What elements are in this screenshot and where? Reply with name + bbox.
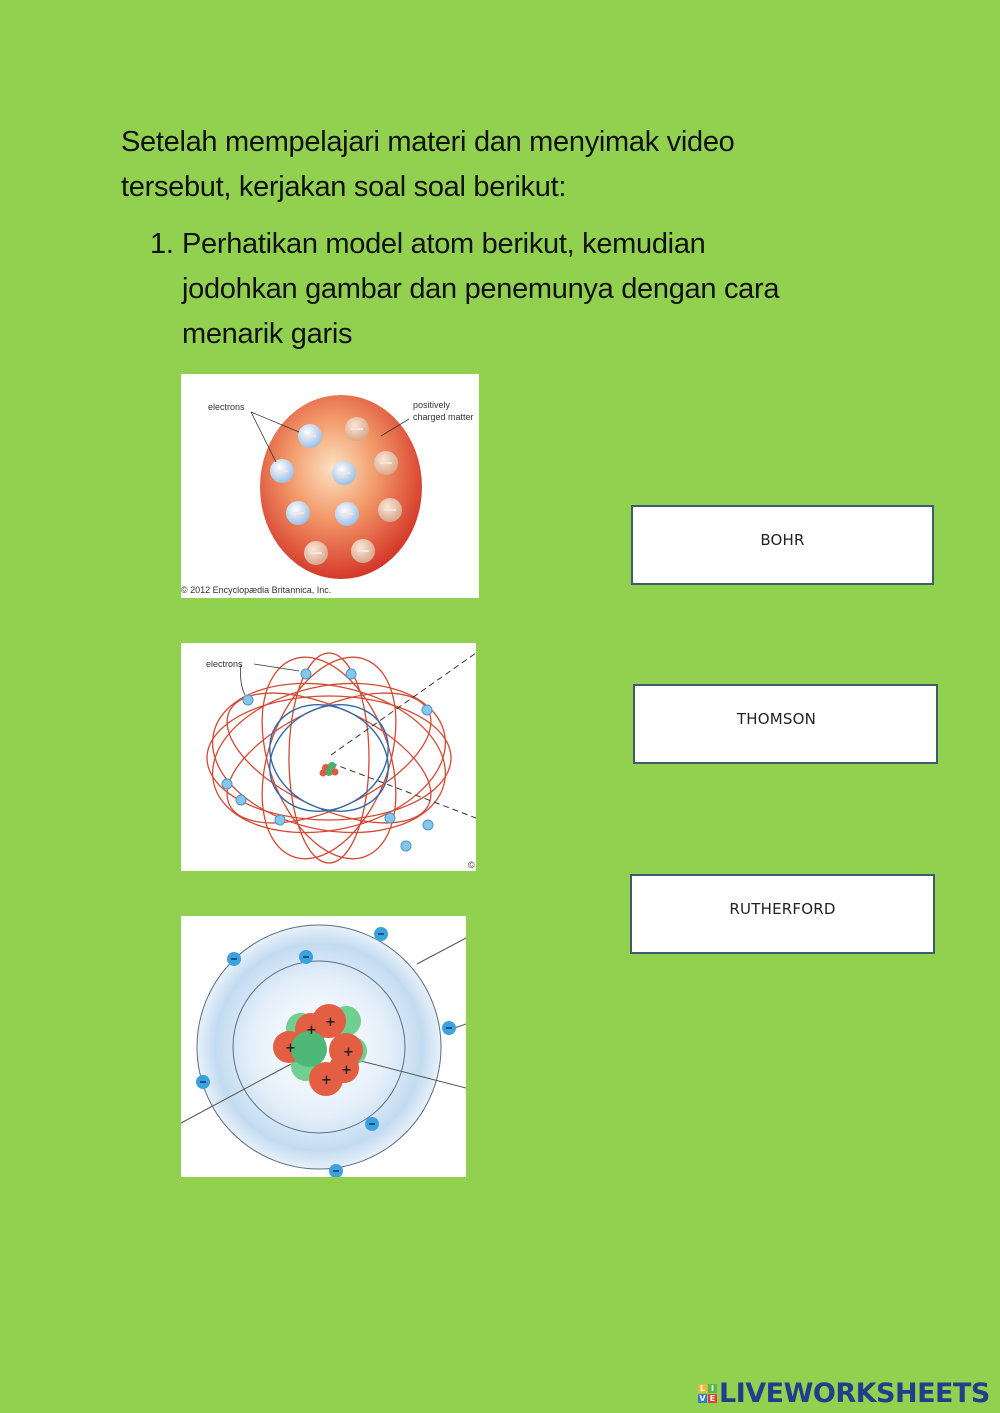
answer-label: BOHR: [760, 531, 805, 549]
answer-box-thomson[interactable]: THOMSON: [633, 684, 938, 764]
atom-image-bohr-model: + + + + + +: [181, 916, 466, 1177]
label-electrons: electrons: [206, 659, 243, 669]
liveworksheets-logo: L I V E LIVEWORKSHEETS: [698, 1377, 990, 1409]
label-charged-matter: charged matter: [413, 412, 474, 422]
label-electrons: electrons: [208, 402, 245, 412]
question-1: 1. Perhatikan model atom berikut, kemudi…: [150, 222, 850, 357]
svg-text:+: +: [343, 1045, 354, 1060]
electron-icons: [196, 927, 456, 1177]
nucleus-icon: [273, 1004, 367, 1096]
image-credit: ©: [468, 860, 475, 870]
logo-text: LIVEWORKSHEETS: [719, 1377, 990, 1409]
image-credit: © 2012 Encyclopædia Britannica, Inc.: [181, 585, 331, 595]
intro-line-2: tersebut, kerjakan soal soal berikut:: [121, 171, 567, 203]
svg-text:+: +: [341, 1063, 352, 1078]
svg-text:+: +: [306, 1023, 317, 1038]
question-line-2: jodohkan gambar dan penemunya dengan car…: [182, 273, 780, 305]
question-line-1: Perhatikan model atom berikut, kemudian: [182, 228, 706, 260]
nucleus-icon: [319, 762, 339, 777]
svg-text:+: +: [285, 1041, 296, 1056]
instructions-intro: Setelah mempelajari materi dan menyimak …: [121, 120, 841, 210]
question-number: 1.: [150, 228, 174, 260]
svg-text:+: +: [321, 1073, 332, 1088]
answer-label: RUTHERFORD: [729, 900, 836, 918]
live-blocks-icon: L I V E: [698, 1383, 717, 1403]
answer-label: THOMSON: [736, 710, 817, 728]
answer-box-bohr[interactable]: BOHR: [631, 505, 934, 585]
label-positively: positively: [413, 400, 451, 410]
atom-image-thomson-model: electrons positively charged matter © 20…: [181, 374, 479, 598]
atom-image-rutherford-model: electrons ©: [181, 643, 476, 871]
question-line-3: menarik garis: [182, 318, 353, 350]
question-text: Perhatikan model atom berikut, kemudian …: [182, 222, 850, 357]
svg-text:+: +: [325, 1015, 336, 1030]
answer-box-rutherford[interactable]: RUTHERFORD: [630, 874, 935, 954]
intro-line-1: Setelah mempelajari materi dan menyimak …: [121, 126, 735, 158]
